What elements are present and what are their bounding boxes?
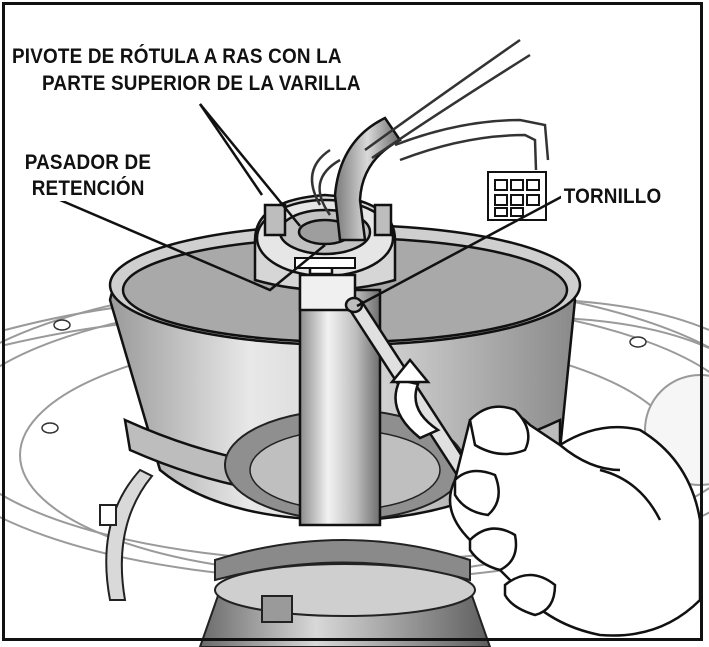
- wire-connector: [487, 171, 547, 221]
- screw-callout: TORNILLO: [561, 184, 665, 209]
- retention-pin: [294, 257, 356, 269]
- hand: [448, 405, 702, 637]
- wires: [310, 38, 550, 216]
- pin-callout-line1: PASADOR DE: [22, 150, 154, 175]
- pivot-callout-line1: PIVOTE DE RÓTULA A RAS CON LA: [12, 45, 342, 68]
- motor-housing: [198, 539, 492, 647]
- trim-ring: [99, 468, 154, 601]
- rotation-arrow-icon: [389, 358, 441, 440]
- pin-callout-line2: RETENCIÓN: [29, 176, 148, 201]
- leader-lines: [59, 103, 564, 308]
- pivot-callout-line2: PARTE SUPERIOR DE LA VARILLA: [42, 72, 361, 95]
